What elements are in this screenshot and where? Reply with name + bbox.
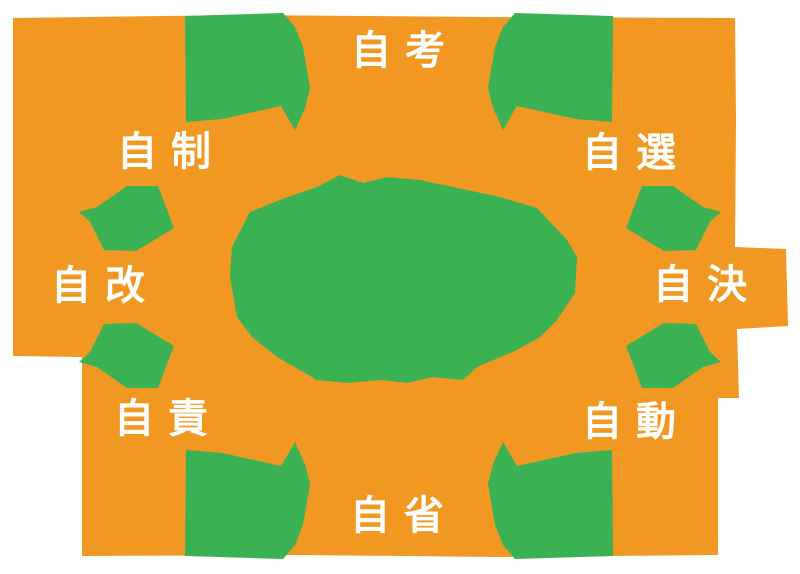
label-bottom-left: 自責 bbox=[114, 397, 222, 441]
arrow-bottom-right-icon bbox=[488, 442, 613, 559]
center-blob bbox=[230, 175, 577, 383]
arrow-right-lower-icon bbox=[626, 323, 721, 388]
arrow-bottom-left-icon bbox=[185, 442, 310, 559]
arrow-top-right-icon bbox=[488, 13, 613, 130]
label-bottom: 自省 bbox=[350, 494, 458, 538]
label-top: 自考 bbox=[351, 29, 459, 73]
arrow-left-lower-icon bbox=[79, 323, 174, 388]
label-top-left: 自制 bbox=[117, 130, 225, 174]
label-bottom-right: 自動 bbox=[582, 400, 690, 444]
label-left: 自改 bbox=[51, 264, 159, 308]
arrow-top-left-icon bbox=[185, 13, 310, 130]
arrow-left-upper-icon bbox=[79, 186, 174, 251]
arrow-right-upper-icon bbox=[626, 186, 721, 251]
label-right: 自決 bbox=[653, 263, 761, 307]
label-top-right: 自選 bbox=[582, 131, 690, 175]
